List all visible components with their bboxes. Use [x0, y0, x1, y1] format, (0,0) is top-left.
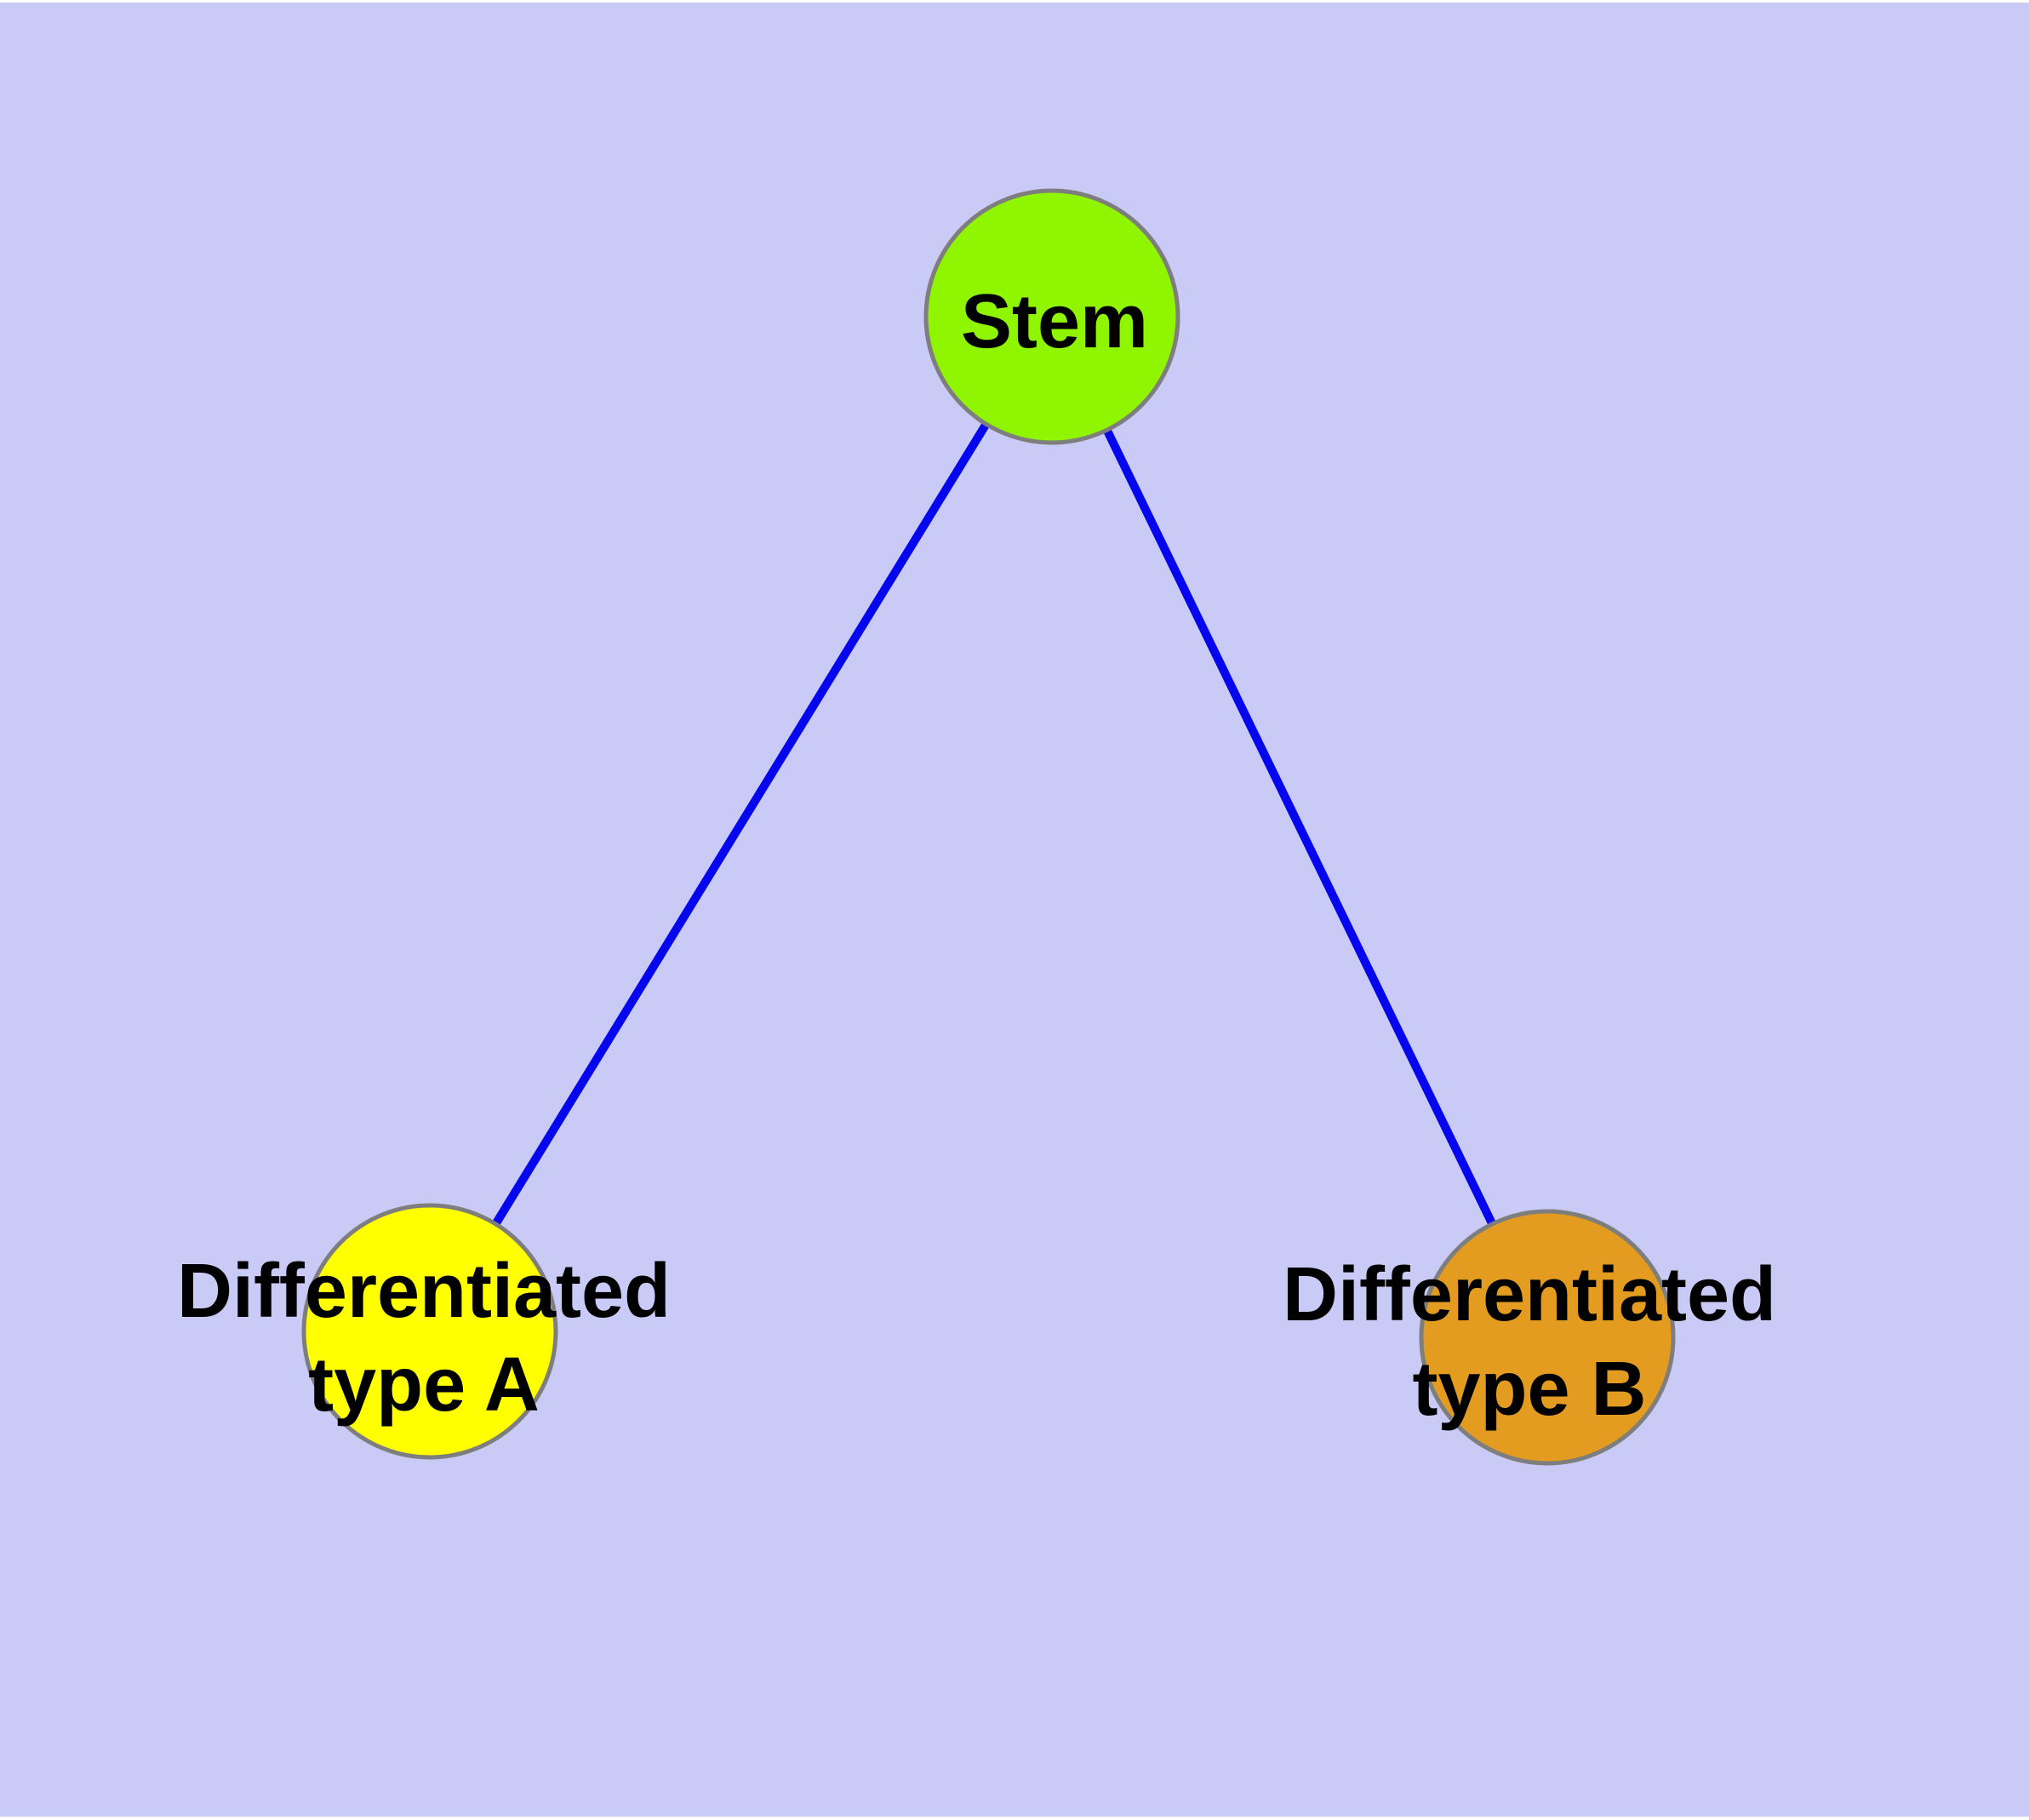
edge-stem-to-type-a	[426, 314, 1056, 1334]
type-a-label-line2: type A	[308, 1342, 540, 1428]
edge-stem-to-type-b	[1048, 314, 1552, 1340]
stem-node-label: Stem	[961, 279, 1148, 364]
type-b-label-line1: Differentiated	[1283, 1252, 1776, 1337]
differentiated-type-b-node	[1419, 1209, 1676, 1466]
type-b-label-line2: type B	[1412, 1347, 1646, 1432]
stem-node	[923, 188, 1180, 445]
differentiated-type-a-node	[301, 1203, 558, 1460]
type-a-label-line1: Differentiated	[177, 1249, 671, 1334]
